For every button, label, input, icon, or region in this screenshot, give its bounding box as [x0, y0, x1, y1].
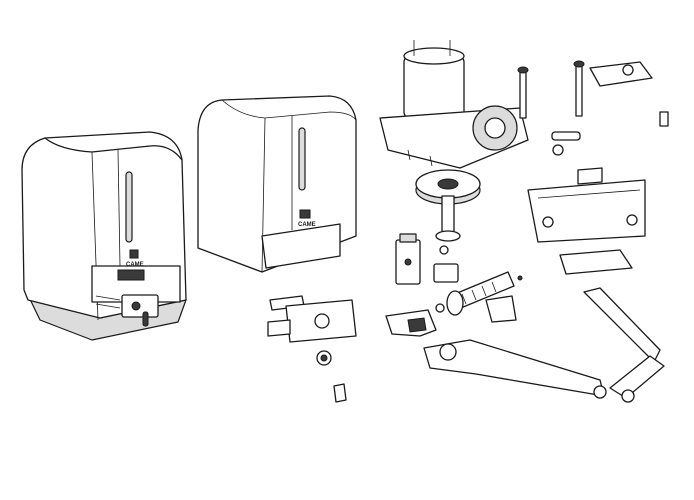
- mounting-bracket: [527, 167, 646, 243]
- brand-logo: CAME: [126, 249, 144, 268]
- limit-switch-block: [395, 233, 459, 285]
- motor-assembly: [379, 40, 529, 169]
- pin-part: [551, 131, 581, 156]
- curved-plate: [559, 249, 633, 275]
- assembled-operator: CAME: [21, 131, 187, 341]
- operator-cover: CAME: [197, 95, 357, 273]
- cam-piece: [385, 309, 437, 337]
- lever-arm: [423, 287, 665, 403]
- cover-logo-text: CAME: [298, 222, 316, 228]
- gear-wheel: [415, 169, 481, 255]
- key-lock: [316, 350, 347, 403]
- release-plate: [267, 295, 357, 343]
- screw-set: [517, 60, 669, 127]
- worm-shaft: [435, 271, 523, 323]
- brand-logo-text: CAME: [126, 262, 144, 268]
